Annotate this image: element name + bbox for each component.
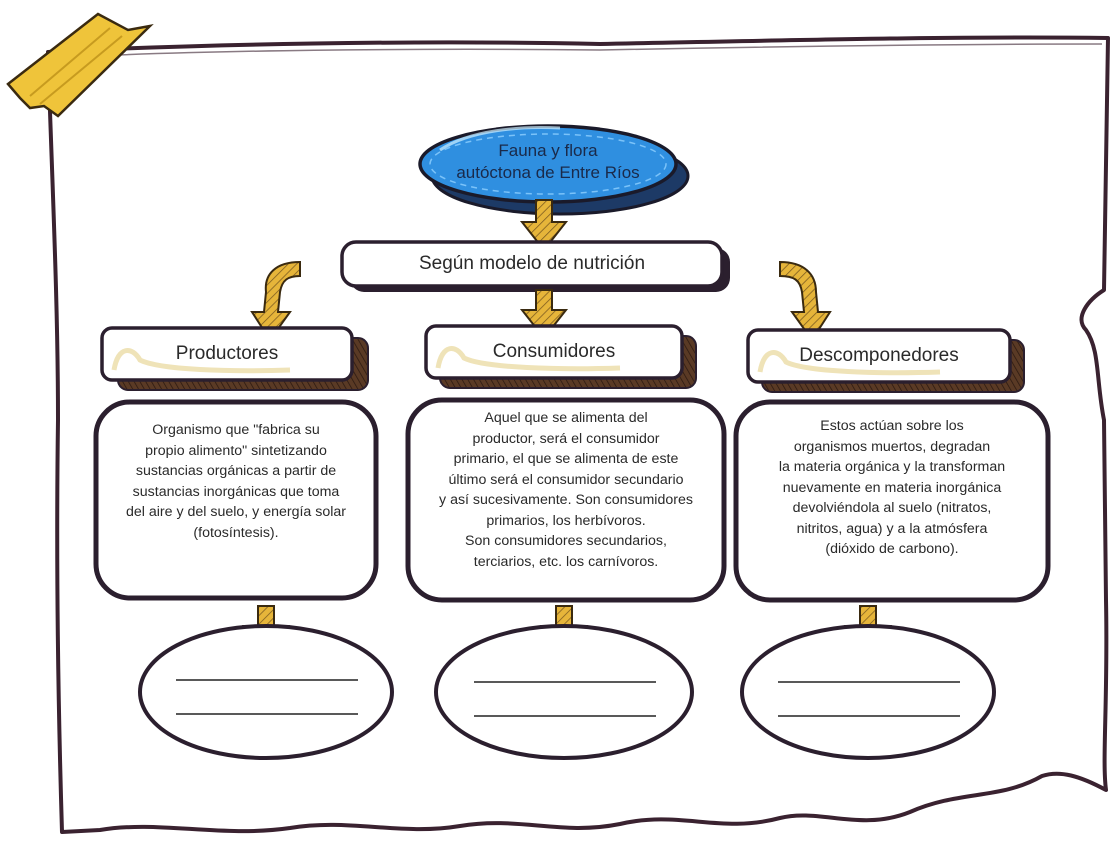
- description-line: nitritos, agua) y a la atmósfera: [796, 520, 988, 537]
- description-line: devolviéndola al suelo (nitratos,: [792, 500, 992, 516]
- description-line: nuevamente en materia inorgánica: [782, 479, 1002, 496]
- curved-arrow-left-icon: [250, 260, 301, 342]
- answer-oval-descomponedores: [740, 624, 996, 760]
- description-box-productores: [93, 399, 379, 601]
- category-label-descomponedores: Descomponedores: [799, 345, 959, 366]
- category-label-consumidores: Consumidores: [492, 341, 616, 362]
- arrow-icon: [519, 199, 569, 252]
- description-line: sustancias inorgánicas que toma: [132, 483, 340, 500]
- title-line: autóctona de Entre Ríos: [456, 163, 640, 182]
- description-line: la materia orgánica y la transforman: [778, 459, 1006, 475]
- description-box-descomponedores: [733, 399, 1051, 603]
- answer-oval-consumidores: [434, 624, 694, 760]
- category-box-consumidores: [424, 324, 697, 389]
- tape-icon: [6, 12, 154, 118]
- curved-arrow-right-icon: [779, 260, 832, 342]
- description-consumidores: Aquel que se alimenta del productor, ser…: [410, 408, 722, 572]
- description-line: propio alimento" sintetizando: [145, 442, 327, 459]
- description-line: último será el consumidor secundario: [448, 471, 684, 488]
- description-line: Son consumidores secundarios,: [465, 533, 667, 549]
- description-line: del aire y del suelo, y energía solar: [125, 504, 347, 520]
- description-line: (dióxido de carbono).: [825, 541, 959, 557]
- model-box: [340, 240, 724, 288]
- diagram-title: Fauna y flora autóctona de Entre Ríos: [420, 140, 676, 184]
- description-line: y así sucesivamente. Son consumidores: [439, 492, 693, 508]
- category-label-productores: Productores: [175, 343, 279, 364]
- title-line: Fauna y flora: [498, 141, 598, 160]
- description-line: primarios, los herbívoros.: [486, 512, 646, 529]
- description-line: (fotosíntesis).: [193, 524, 279, 541]
- description-line: primario, el que se alimenta de este: [453, 451, 679, 467]
- paper-frame-inner: [51, 43, 1103, 59]
- description-line: organismos muertos, degradan: [793, 438, 991, 455]
- answer-oval-productores: [138, 624, 394, 760]
- model-label: Según modelo de nutrición: [418, 253, 646, 274]
- description-line: Estos actúan sobre los: [820, 418, 964, 434]
- description-productores: Organismo que "fabrica su propio aliment…: [100, 420, 372, 543]
- description-line: productor, será el consumidor: [472, 430, 660, 447]
- description-line: Organismo que "fabrica su: [152, 422, 320, 438]
- description-line: terciarios, etc. los carnívoros.: [473, 553, 659, 570]
- category-box-productores: [100, 326, 369, 391]
- description-line: Aquel que se alimenta del: [484, 410, 648, 426]
- description-line: sustancias orgánicas a partir de: [135, 463, 337, 479]
- arrow-icon: [519, 289, 569, 340]
- description-box-consumidores: [405, 397, 727, 603]
- description-descomponedores: Estos actúan sobre los organismos muerto…: [740, 416, 1044, 560]
- category-box-descomponedores: [746, 328, 1025, 393]
